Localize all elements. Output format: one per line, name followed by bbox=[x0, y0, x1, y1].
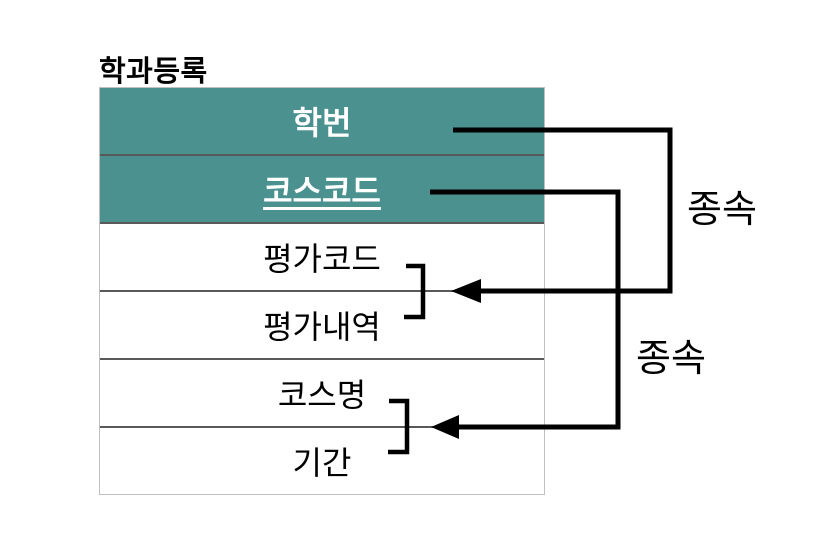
row-label: 학번 bbox=[292, 105, 352, 141]
row-label: 기간 bbox=[292, 444, 352, 481]
table-row-eval-detail: 평가내역 bbox=[100, 292, 544, 360]
row-label: 코스코드 bbox=[263, 173, 381, 209]
diagram-title: 학과등록 bbox=[99, 56, 208, 88]
row-label: 평가코드 bbox=[263, 241, 381, 277]
row-label: 평가내역 bbox=[263, 309, 381, 345]
dependency-label-1: 종속 bbox=[687, 189, 757, 231]
table-row-eval-code: 평가코드 bbox=[100, 224, 544, 292]
table-row-course-name: 코스명 bbox=[100, 360, 544, 428]
dependency-label-2: 종속 bbox=[636, 338, 706, 380]
row-label: 코스명 bbox=[277, 377, 367, 413]
table-row-course-code: 코스코드 bbox=[100, 156, 544, 224]
table-row-period: 기간 bbox=[100, 428, 544, 493]
dependency-table: 학번 코스코드 평가코드 평가내역 코스명 기간 bbox=[99, 87, 545, 495]
table-row-student-id: 학번 bbox=[100, 88, 544, 156]
